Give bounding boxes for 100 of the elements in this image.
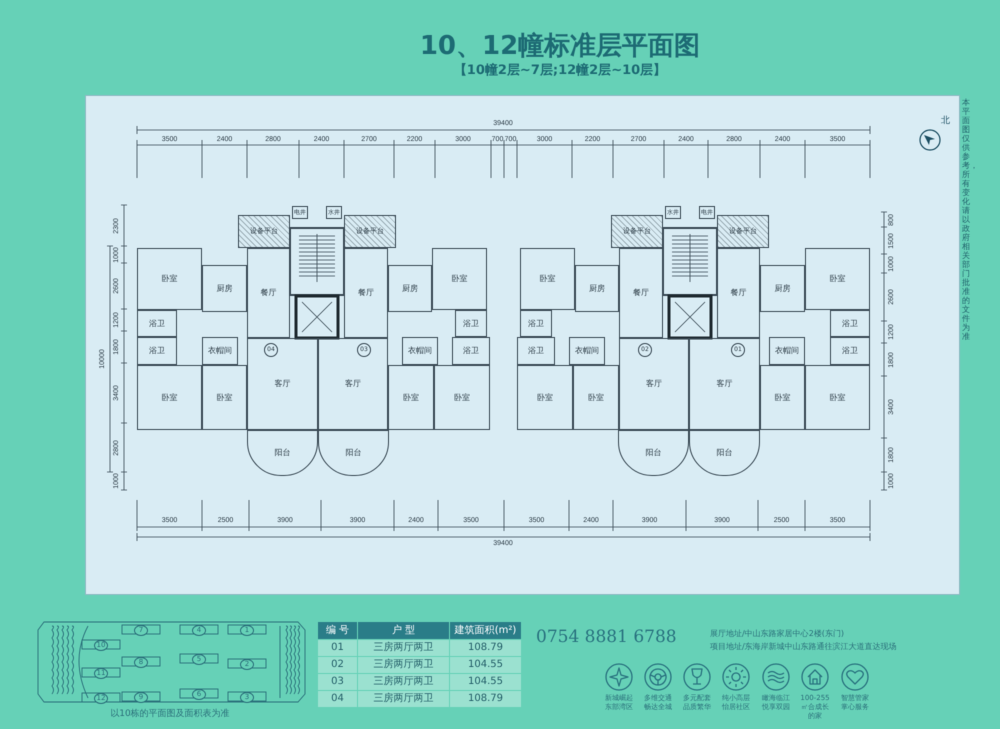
room-name: 餐厅 bbox=[633, 289, 649, 297]
table-cell: 04 bbox=[318, 691, 357, 707]
room bbox=[619, 338, 689, 430]
subtitle: 【10幢2层~7层;12幢2层~10层】 bbox=[454, 64, 666, 78]
room bbox=[137, 365, 202, 430]
room-name: 阳台 bbox=[646, 449, 662, 457]
room bbox=[137, 248, 202, 310]
room bbox=[717, 248, 760, 338]
room-name: 浴卫 bbox=[463, 347, 479, 355]
room bbox=[830, 310, 870, 337]
room-name: 餐厅 bbox=[730, 289, 746, 297]
unit-number-circle bbox=[638, 343, 652, 357]
table-header: 户 型 bbox=[358, 622, 449, 639]
shaft-room bbox=[292, 206, 308, 219]
note: 以10栋的平面图及面积表为准 bbox=[110, 710, 230, 720]
room bbox=[830, 337, 870, 365]
room-name: 卧室 bbox=[216, 394, 232, 402]
room bbox=[344, 248, 388, 338]
room bbox=[318, 338, 388, 430]
room-name: 衣帽间 bbox=[775, 347, 799, 355]
room-name: 衣帽间 bbox=[575, 347, 599, 355]
room bbox=[689, 338, 760, 430]
balcony bbox=[689, 430, 760, 476]
room-name: 衣帽间 bbox=[208, 347, 232, 355]
room bbox=[517, 337, 555, 365]
room bbox=[137, 337, 177, 365]
room-name: 浴卫 bbox=[149, 347, 165, 355]
table-cell: 02 bbox=[318, 657, 357, 673]
room bbox=[805, 365, 870, 430]
table-cell: 03 bbox=[318, 674, 357, 690]
room bbox=[452, 337, 490, 365]
shaft-room bbox=[326, 206, 342, 219]
shaft-room bbox=[699, 206, 715, 219]
room bbox=[455, 310, 487, 337]
table-cell: 108.79 bbox=[450, 640, 521, 656]
compass-label: 北 bbox=[941, 117, 950, 127]
balcony bbox=[318, 430, 389, 476]
room-name: 浴卫 bbox=[463, 320, 479, 328]
unit-number-circle bbox=[357, 343, 371, 357]
room-name: 阳台 bbox=[716, 449, 732, 457]
room bbox=[388, 265, 432, 312]
room-name: 浴卫 bbox=[842, 320, 858, 328]
title: 10、12幢标准层平面图 bbox=[420, 30, 700, 63]
room-name: 卧室 bbox=[162, 275, 178, 283]
table-cell: 三房两厅两卫 bbox=[358, 657, 449, 673]
address-text: 项目地址/东海岸新城中山东路通往滨江大道直达现场 bbox=[710, 643, 897, 652]
room bbox=[434, 365, 490, 430]
room-name: 厨房 bbox=[774, 284, 790, 292]
room-name: 卧室 bbox=[830, 394, 846, 402]
unit-number-circle bbox=[264, 343, 278, 357]
room-name: 厨房 bbox=[402, 284, 418, 292]
room-name: 客厅 bbox=[716, 380, 732, 388]
room bbox=[202, 265, 247, 312]
room bbox=[517, 365, 573, 430]
room bbox=[402, 337, 438, 365]
room bbox=[805, 248, 870, 310]
table-cell: 108.79 bbox=[450, 691, 521, 707]
room bbox=[520, 310, 552, 337]
room-name: 卧室 bbox=[588, 394, 604, 402]
room bbox=[760, 265, 805, 312]
phone-number: 0754 8881 6788 bbox=[536, 628, 677, 647]
table-cell: 01 bbox=[318, 640, 357, 656]
room bbox=[247, 248, 290, 338]
room-name: 客厅 bbox=[274, 380, 290, 388]
equipment-platform bbox=[717, 215, 769, 248]
room-name: 客厅 bbox=[646, 380, 662, 388]
room bbox=[769, 337, 805, 365]
room-name: 浴卫 bbox=[528, 347, 544, 355]
room-name: 阳台 bbox=[274, 449, 290, 457]
room bbox=[202, 365, 247, 430]
room bbox=[388, 365, 434, 430]
room bbox=[432, 248, 487, 310]
room-name: 餐厅 bbox=[260, 289, 276, 297]
room-name: 衣帽间 bbox=[408, 347, 432, 355]
room-name: 卧室 bbox=[454, 394, 470, 402]
room-name: 厨房 bbox=[216, 284, 232, 292]
room-name: 餐厅 bbox=[358, 289, 374, 297]
room-name: 厨房 bbox=[589, 284, 605, 292]
room-name: 卧室 bbox=[830, 275, 846, 283]
room-name: 卧室 bbox=[540, 275, 556, 283]
room-name: 浴卫 bbox=[528, 320, 544, 328]
room-name: 卧室 bbox=[774, 394, 790, 402]
room-name: 卧室 bbox=[537, 394, 553, 402]
equipment-platform bbox=[611, 215, 663, 248]
room-name: 客厅 bbox=[345, 380, 361, 388]
table-cell: 104.55 bbox=[450, 657, 521, 673]
room-name: 阳台 bbox=[346, 449, 362, 457]
room bbox=[202, 337, 238, 365]
unit-number-circle bbox=[731, 343, 745, 357]
room bbox=[575, 265, 619, 312]
room-name: 卧室 bbox=[162, 394, 178, 402]
table-cell: 三房两厅两卫 bbox=[358, 640, 449, 656]
equipment-platform bbox=[238, 215, 290, 248]
room bbox=[619, 248, 663, 338]
room-name: 浴卫 bbox=[842, 347, 858, 355]
room bbox=[573, 365, 619, 430]
table-cell: 三房两厅两卫 bbox=[358, 674, 449, 690]
table-cell: 三房两厅两卫 bbox=[358, 691, 449, 707]
room bbox=[520, 248, 575, 310]
room-name: 卧室 bbox=[403, 394, 419, 402]
